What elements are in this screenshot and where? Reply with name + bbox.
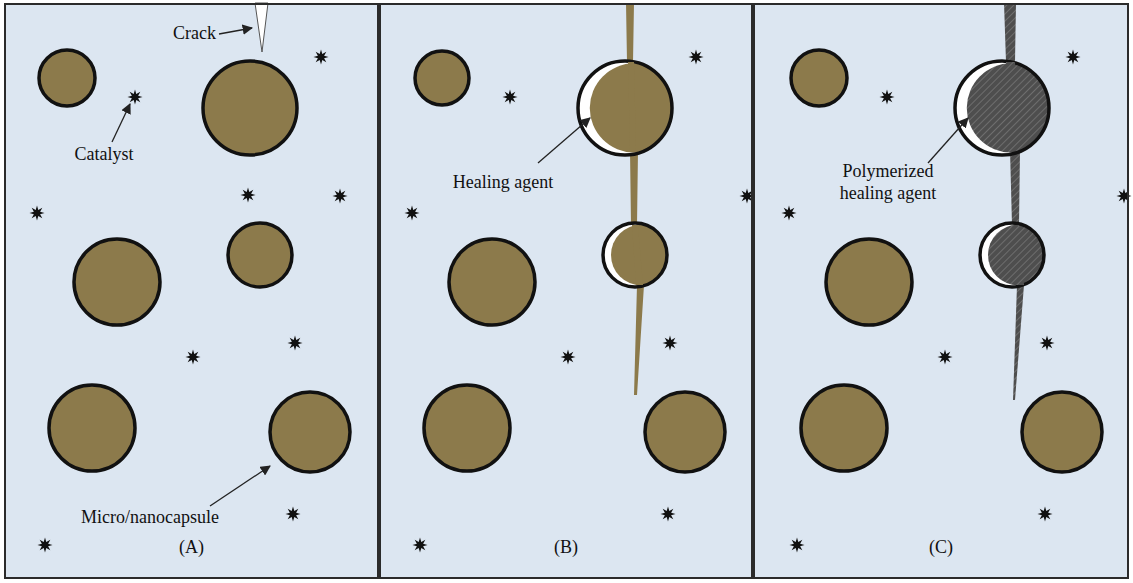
capsule <box>415 51 469 105</box>
panel-letter: (C) <box>755 537 1127 559</box>
catalyst-particle <box>1117 189 1132 204</box>
catalyst-particle <box>241 188 256 203</box>
annotation-label: Catalyst <box>59 144 149 166</box>
catalyst-particle <box>333 189 348 204</box>
catalyst-particle <box>663 336 678 351</box>
capsule <box>228 223 292 287</box>
panel-letter: (A) <box>6 537 377 559</box>
crack-through-capsule <box>628 62 643 285</box>
catalyst-particle <box>1038 507 1053 522</box>
leader-arrow <box>538 118 590 163</box>
catalyst-particle <box>186 350 201 365</box>
capsule <box>203 61 297 155</box>
panel-illustration <box>782 50 1132 553</box>
catalyst-particle <box>790 538 805 553</box>
crack-polymerized <box>1004 3 1024 400</box>
crack <box>255 3 268 52</box>
capsule-shell <box>955 61 1049 155</box>
capsule <box>424 385 510 471</box>
catalyst-particle <box>128 90 143 105</box>
catalyst-particle <box>938 350 953 365</box>
leader-arrow <box>928 118 968 163</box>
catalyst-particle <box>314 50 329 65</box>
catalyst-particle <box>503 90 518 105</box>
capsule-shell <box>980 223 1044 287</box>
panel-illustration <box>30 50 351 553</box>
capsule <box>791 50 847 106</box>
capsule <box>801 385 887 471</box>
capsule <box>49 385 135 471</box>
catalyst-particle <box>661 507 676 522</box>
catalyst-particle <box>1066 50 1081 65</box>
catalyst-particle <box>880 90 895 105</box>
catalyst-particle <box>689 50 704 65</box>
panel-illustration <box>405 50 755 553</box>
leader-arrow <box>112 104 130 142</box>
panel-ground <box>379 3 753 579</box>
catalyst-particle <box>286 507 301 522</box>
catalyst-particle <box>288 336 303 351</box>
capsule <box>270 392 350 472</box>
leader-arrow <box>219 28 252 34</box>
catalyst-particle <box>1040 336 1055 351</box>
annotation-label: Polymerized healing agent <box>828 161 948 204</box>
crack-through-capsule <box>1006 62 1024 285</box>
catalyst-particle <box>405 206 420 221</box>
annotation-label: Micro/nanocapsule <box>70 507 230 529</box>
leader-arrow <box>210 466 270 506</box>
capsule-shell <box>578 61 672 155</box>
capsule <box>1022 392 1102 472</box>
catalyst-particle <box>30 206 45 221</box>
catalyst-particle <box>561 350 576 365</box>
panel-ground <box>4 3 379 579</box>
capsule <box>645 392 725 472</box>
catalyst-particle <box>782 206 797 221</box>
panel-frame: (B) <box>379 3 753 579</box>
panel-frame: (A) <box>4 3 379 579</box>
annotation-label: Healing agent <box>448 172 558 194</box>
capsule <box>39 50 95 106</box>
annotation-label: Crack <box>146 23 216 45</box>
capsule <box>449 239 535 325</box>
capsule <box>74 239 160 325</box>
panel-ground <box>753 3 1129 579</box>
catalyst-particle <box>38 538 53 553</box>
panel-letter: (B) <box>381 537 751 559</box>
capsule <box>826 239 912 325</box>
catalyst-particle <box>413 538 428 553</box>
panel-frame: (C) <box>753 3 1129 579</box>
